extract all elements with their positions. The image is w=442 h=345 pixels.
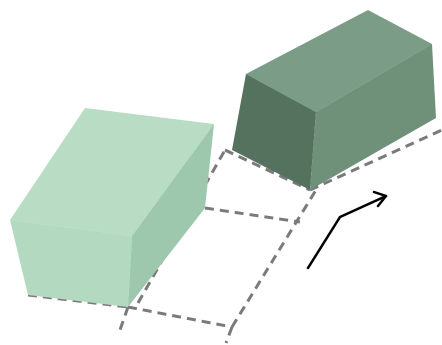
move-arrow-head — [372, 190, 388, 208]
dashed-edge-mid-bottom — [224, 326, 234, 344]
dashed-guide-2 — [230, 189, 318, 328]
light-box-front — [10, 220, 132, 307]
light-box-side — [128, 124, 214, 307]
light-box — [10, 108, 214, 307]
dashed-guide-4 — [224, 148, 311, 192]
light-box-top — [10, 108, 214, 236]
dashed-edge-light-depth — [118, 306, 130, 331]
move-arrow-path — [306, 194, 388, 270]
dark-box — [232, 10, 436, 190]
dashed-edge-light-front — [127, 305, 233, 329]
dark-box-top — [246, 10, 432, 112]
dashed-guide-3 — [204, 206, 301, 224]
move-arrow-icon — [306, 190, 388, 270]
dark-box-left — [232, 74, 316, 190]
dashed-edge-dark-right — [309, 128, 442, 192]
dark-box-front — [310, 44, 436, 190]
